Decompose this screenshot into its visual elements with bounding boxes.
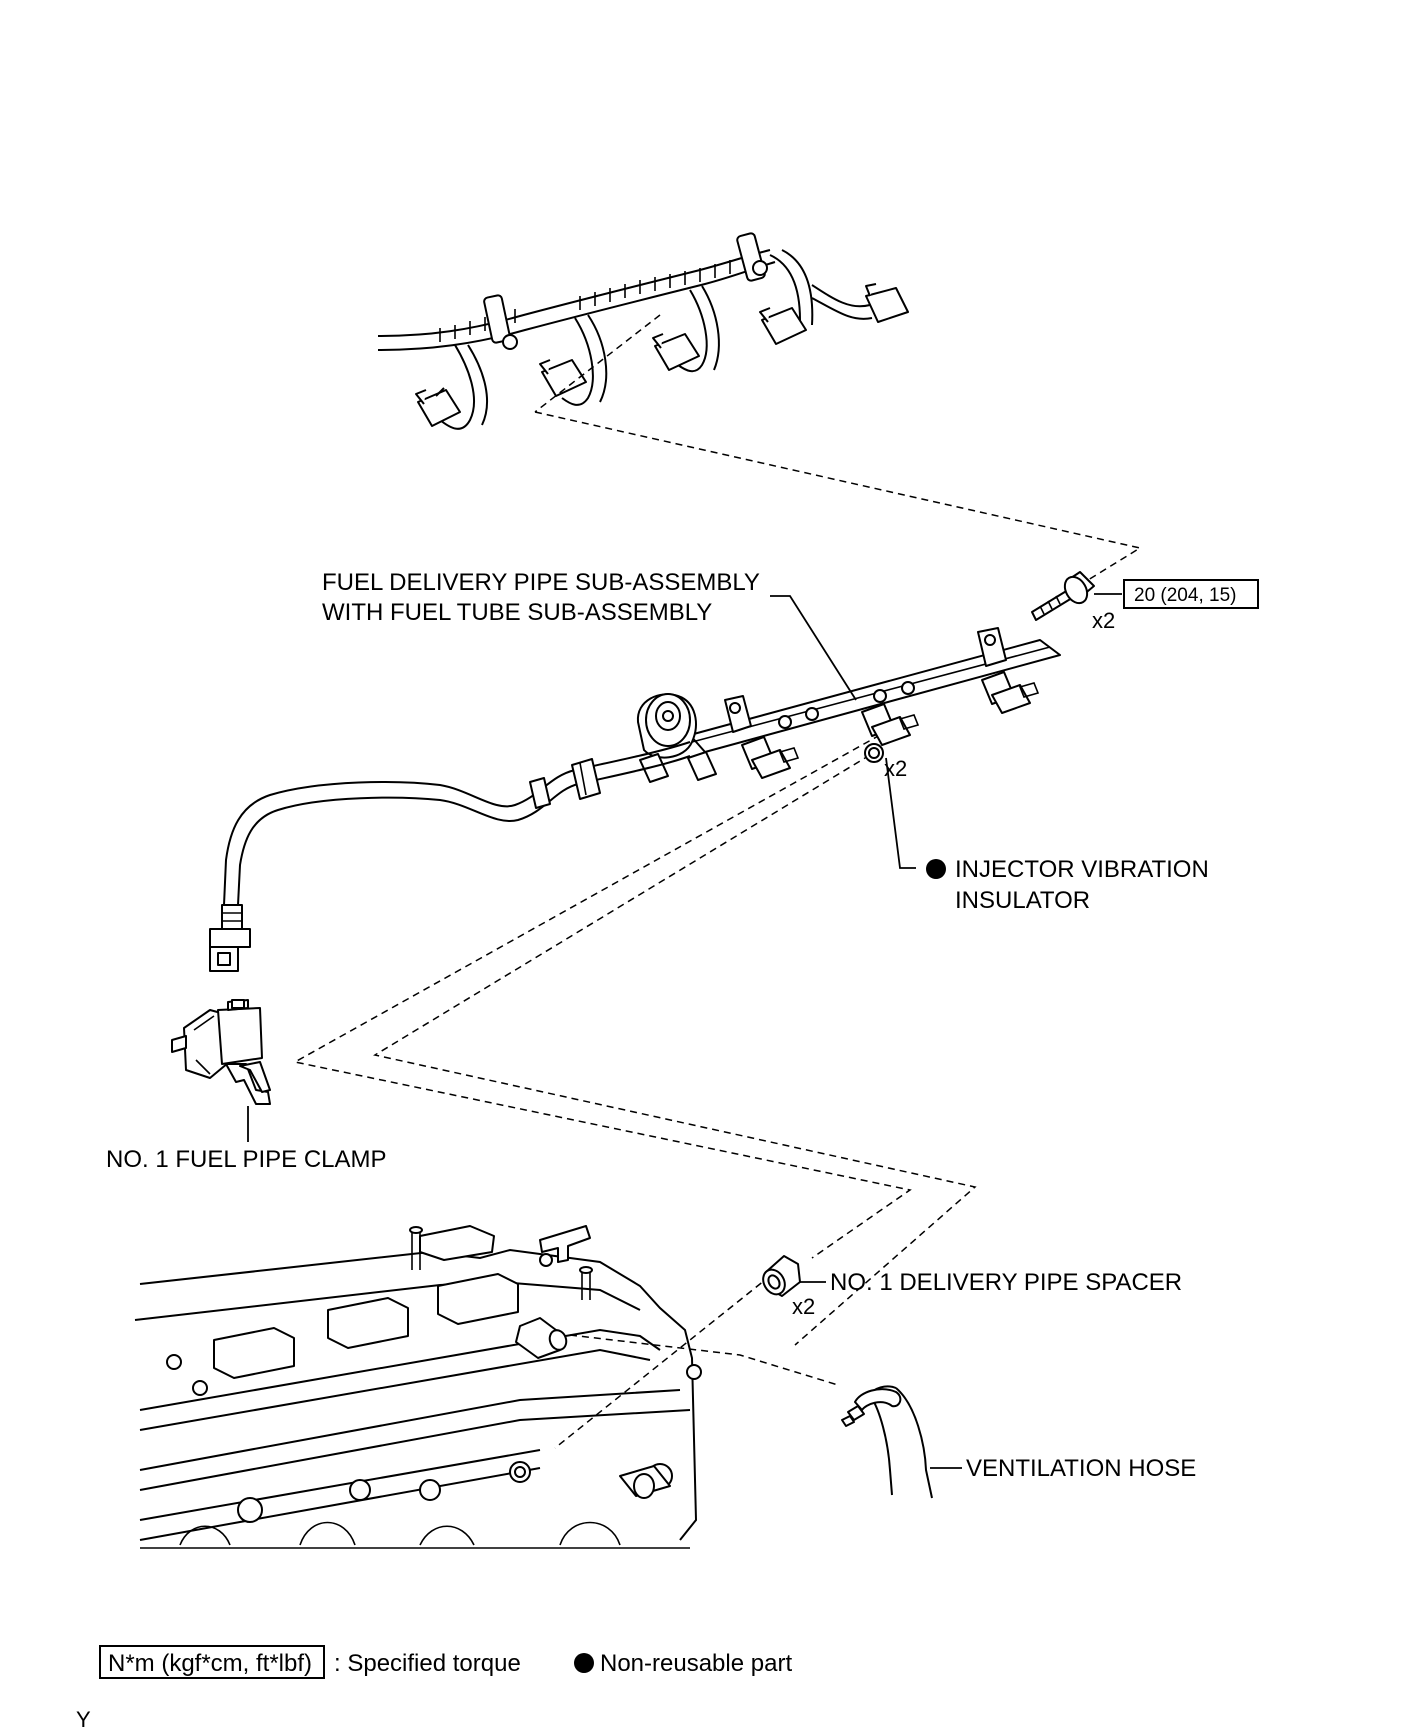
delivery-pipe-bolt [1031,571,1095,621]
pulsation-damper [636,693,717,783]
ventilation-hose [841,1385,933,1499]
leader-lines [247,593,1122,1469]
legend-torque-box-text: N*m (kgf*cm, ft*lbf) [108,1650,312,1677]
label-ventilation-hose: VENTILATION HOSE [966,1455,1196,1482]
injector-vibration-insulator [864,743,884,763]
legend-non-reusable-description: Non-reusable part [600,1650,792,1677]
injector-boss-3 [981,671,1040,714]
label-fuel-delivery-pipe-line2: WITH FUEL TUBE SUB-ASSEMBLY [322,599,712,626]
legend: N*m (kgf*cm, ft*lbf) : Specified torque … [99,1645,792,1679]
legend-non-reusable-dot [574,1653,594,1673]
qty-spacer: x2 [792,1294,815,1319]
non-reusable-dot-insulator [926,859,946,879]
torque-box [1123,579,1259,609]
leader-injector-insulator [885,757,916,869]
legend-torque-description: : Specified torque [334,1650,521,1677]
engine-cylinder-head [134,1225,702,1549]
alignment-dashed-lines [292,314,1142,1449]
no1-fuel-pipe-clamp [171,999,271,1105]
injector-boss-1 [741,736,800,779]
injector-boss-2 [861,703,920,746]
engine-wire-harness [377,232,909,430]
leader-fuel-delivery-pipe [770,595,857,701]
label-no1-delivery-pipe-spacer: NO. 1 DELIVERY PIPE SPACER [830,1269,1182,1296]
fuel-tube-quick-connector [209,904,251,972]
label-no1-fuel-pipe-clamp: NO. 1 FUEL PIPE CLAMP [106,1146,387,1173]
label-injector-vibration-line1: INJECTOR VIBRATION [955,856,1209,883]
fuel-delivery-pipe-sub-assembly [209,627,1061,972]
label-fuel-delivery-pipe-line1: FUEL DELIVERY PIPE SUB-ASSEMBLY [322,569,760,596]
label-injector-vibration-line2: INSULATOR [955,887,1090,914]
torque-value-bolt: 20 (204, 15) [1134,585,1236,606]
no1-delivery-pipe-spacer [762,1255,801,1297]
qty-insulator: x2 [884,756,907,781]
legend-torque-box [99,1645,325,1679]
qty-bolt: x2 [1092,608,1115,633]
corner-mark: Y [76,1707,91,1732]
